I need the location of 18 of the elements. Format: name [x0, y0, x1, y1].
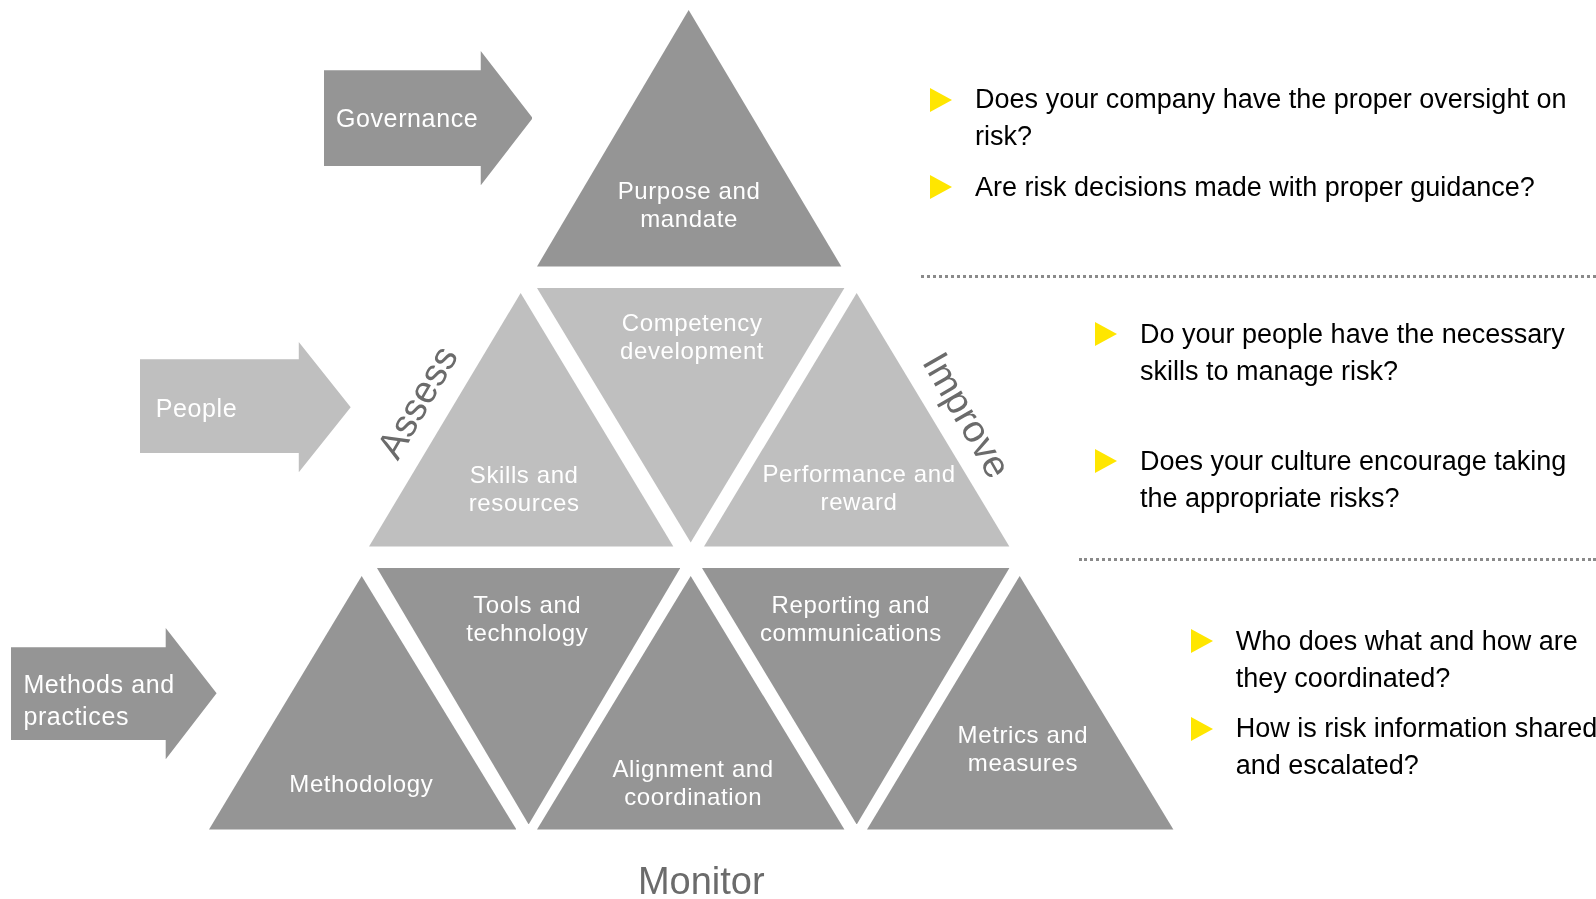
- segment-label: Tools and technology: [465, 590, 590, 647]
- segment-label: Skills and resources: [467, 460, 581, 517]
- segment-label: Metrics and measures: [956, 721, 1090, 778]
- segment-label: Purpose and mandate: [616, 176, 762, 233]
- question-text: Who does what and how are they coordinated?: [1235, 624, 1579, 695]
- question-text: How is risk information shared and escalated?: [1235, 712, 1596, 783]
- bottom-label: Monitor: [637, 862, 765, 899]
- segment-label: Reporting and communications: [759, 590, 943, 647]
- arrow-label: Methods and practices: [23, 669, 176, 733]
- question-text: Does your culture encourage taking the appropriate risks?: [1140, 444, 1568, 515]
- question-text: Are risk decisions made with proper guidance?: [975, 170, 1536, 204]
- arrow-label: People: [155, 393, 239, 425]
- arrow-label: Governance: [335, 103, 480, 135]
- segment-label: Methodology: [288, 769, 435, 798]
- question-text: Does your company have the proper oversight on risk?: [975, 83, 1568, 154]
- segment-label: Alignment and coordination: [611, 754, 775, 811]
- segment-label: Competency development: [619, 308, 766, 365]
- question-text: Do your people have the necessary skills to manage risk?: [1140, 317, 1566, 388]
